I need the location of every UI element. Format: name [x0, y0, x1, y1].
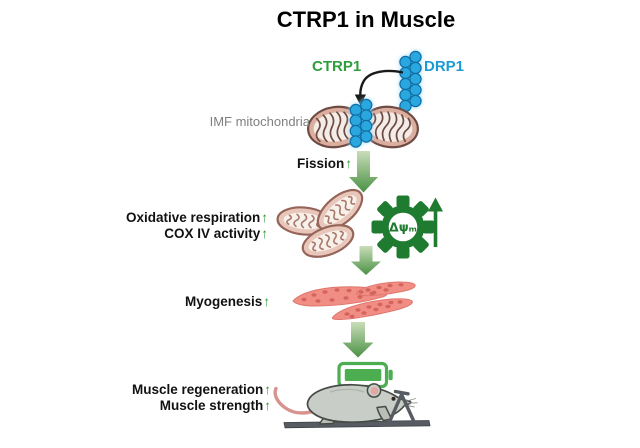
drp1-fission-ring-icon: [349, 98, 373, 148]
down-arrow-icon: [349, 151, 378, 193]
cox-iv-activity-label: COX IV activity↑: [164, 226, 268, 241]
muscle-strength-label: Muscle strength↑: [159, 398, 271, 413]
up-arrow-glyph: ↑: [261, 226, 268, 241]
imf-mitochondria-label: IMF mitochondria: [209, 114, 310, 129]
up-arrow-glyph: ↑: [263, 294, 270, 309]
down-arrow-icon: [342, 322, 374, 358]
battery-full-icon: [337, 361, 393, 389]
membrane-potential-gear-icon: Δψₘ: [371, 195, 435, 259]
muscle-labels: Muscle regeneration↑ Muscle strength↑: [132, 382, 271, 414]
myotubes-icon: [292, 281, 416, 321]
up-arrow-glyph: ↑: [345, 156, 352, 171]
mitochondria-fragments-icon: [275, 181, 371, 265]
oxidative-respiration-label: Oxidative respiration↑: [125, 210, 268, 225]
respiration-labels: Oxidative respiration↑ COX IV activity↑: [126, 210, 268, 242]
ctrp1-label: CTRP1: [312, 58, 362, 75]
increase-arrow-icon: [428, 197, 443, 247]
mouse-eye: [391, 396, 396, 401]
down-arrow-icon: [351, 246, 381, 275]
muscle-regeneration-label: Muscle regeneration↑: [131, 382, 271, 397]
myogenesis-label: Myogenesis↑: [184, 294, 270, 309]
imf-mitochondrion-icon: [307, 98, 419, 149]
membrane-potential-label: Δψₘ: [389, 220, 417, 235]
drp1-oligomer-icon: [399, 50, 422, 113]
up-arrow-glyph: ↑: [264, 398, 271, 413]
grip-meter-bar: [387, 389, 416, 424]
recruitment-arrow-icon: [354, 69, 404, 106]
drp1-label: DRP1: [424, 58, 465, 75]
figure-title: CTRP1 in Muscle: [276, 7, 456, 32]
up-arrow-glyph: ↑: [264, 382, 271, 397]
up-arrow-glyph: ↑: [261, 210, 268, 225]
fission-label: Fission↑: [296, 156, 352, 171]
mouse-grip-test-icon: [273, 383, 431, 429]
